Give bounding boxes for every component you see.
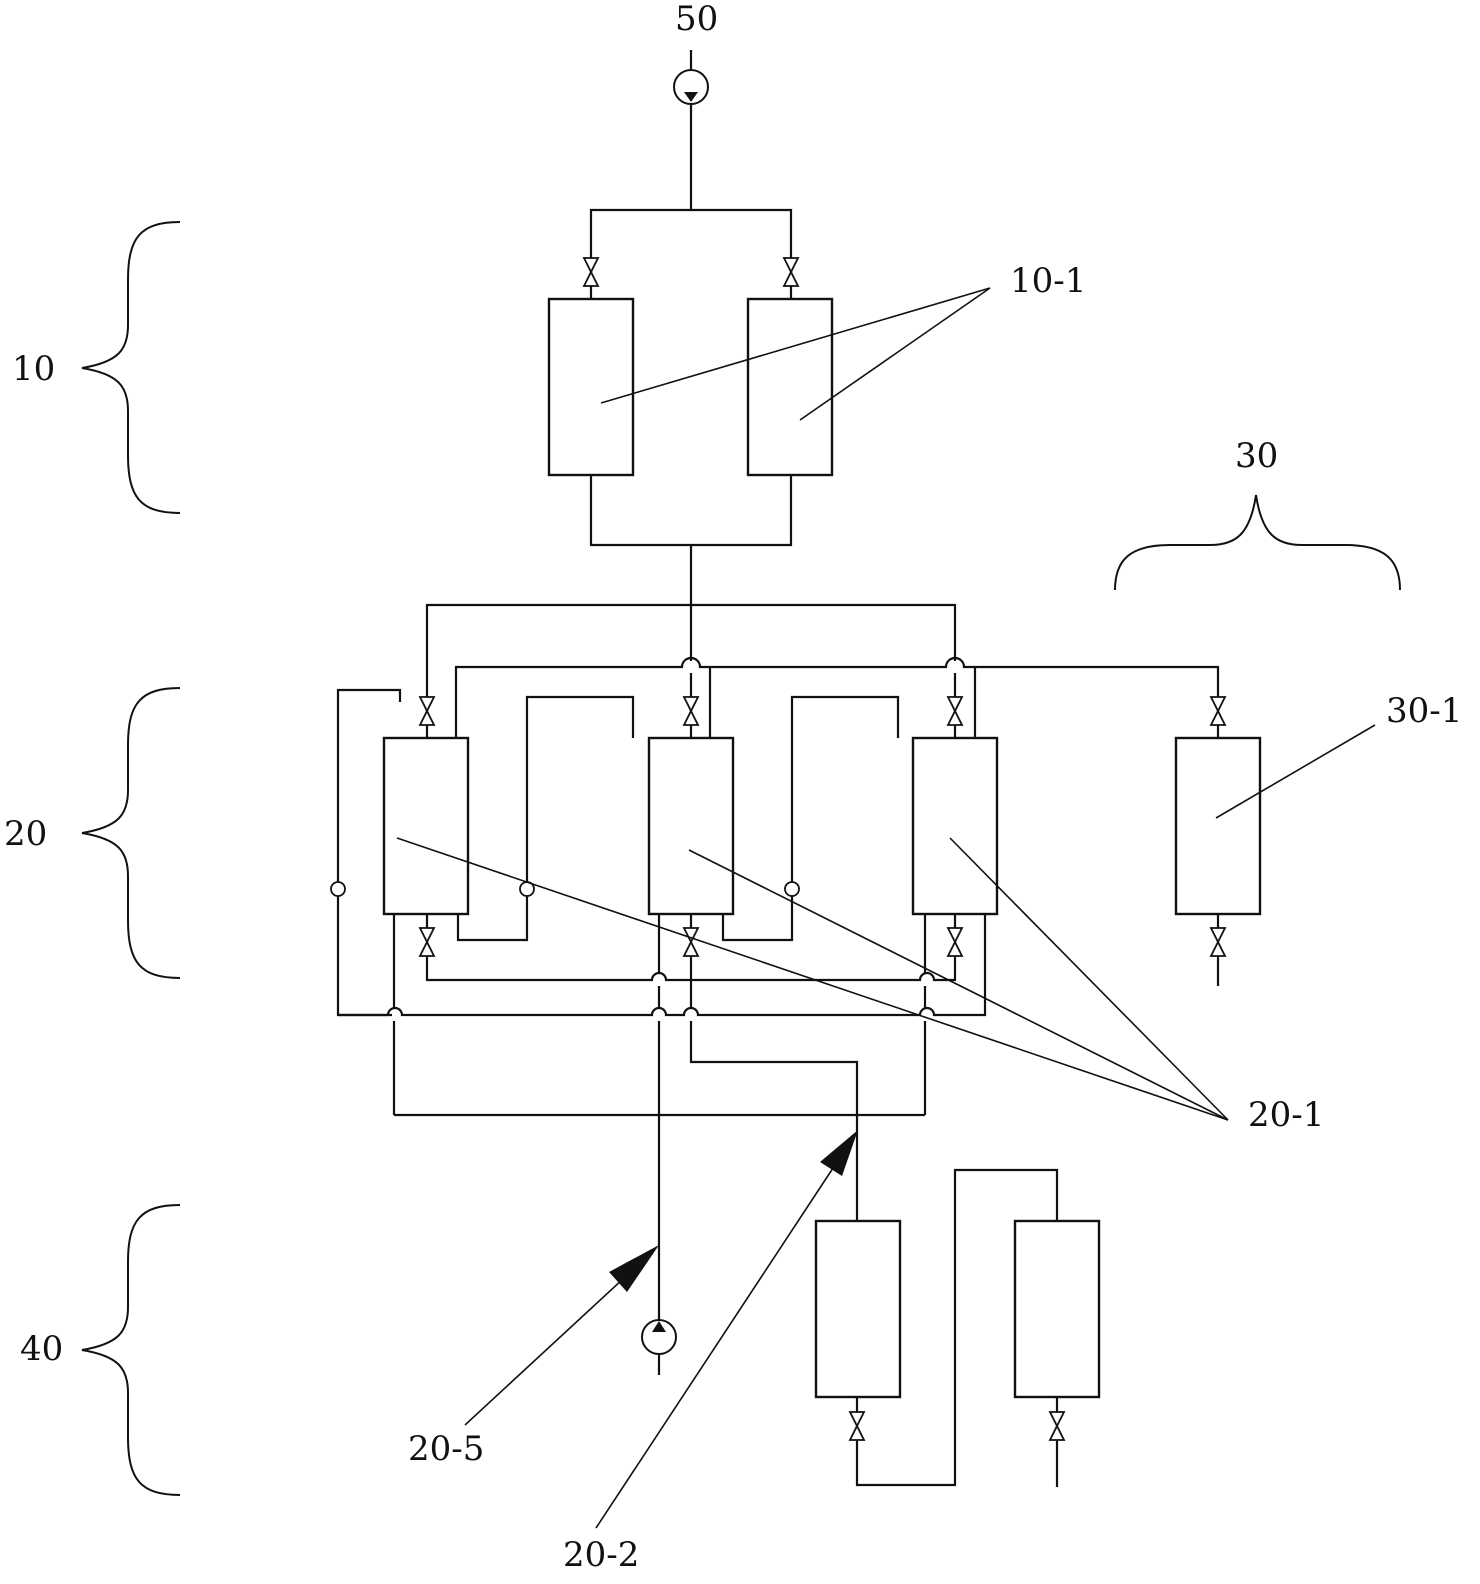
label-20-5: 20-5 <box>408 1429 484 1469</box>
column-20-1-a <box>382 736 470 916</box>
valve-icon <box>1210 927 1226 957</box>
vessel-10-1-right <box>746 297 834 477</box>
label-group-20: 20 <box>4 814 47 854</box>
column-20-1-b <box>647 736 735 916</box>
vessel-40-left <box>814 1219 902 1399</box>
vessel-40-right <box>1013 1219 1101 1399</box>
valve-icon <box>419 927 435 957</box>
arrow-20-2-icon <box>820 1130 858 1176</box>
valve-icon <box>947 927 963 957</box>
label-10-1: 10-1 <box>1010 261 1086 301</box>
pump-50-icon <box>673 69 709 105</box>
valve-icon <box>947 696 963 726</box>
pump-icon <box>641 1319 677 1355</box>
label-group-10: 10 <box>12 349 55 389</box>
valve-icon <box>583 257 599 287</box>
label-group-40: 40 <box>20 1329 63 1369</box>
vessel-10-1-left <box>547 297 635 477</box>
valve-icon <box>783 257 799 287</box>
brace-group-40 <box>81 1204 181 1496</box>
label-20-2: 20-2 <box>563 1535 639 1575</box>
indicator-icon <box>784 881 800 897</box>
indicator-icon <box>330 881 346 897</box>
label-group-30: 30 <box>1235 436 1278 476</box>
label-20-1: 20-1 <box>1248 1095 1324 1135</box>
valve-icon <box>849 1411 865 1441</box>
brace-group-30 <box>1114 494 1401 591</box>
arrow-20-5-icon <box>609 1245 659 1292</box>
valve-icon <box>419 696 435 726</box>
valve-icon <box>1210 696 1226 726</box>
column-20-1-c <box>911 736 999 916</box>
label-30-1: 30-1 <box>1386 691 1462 731</box>
brace-group-20 <box>81 687 181 979</box>
column-30-1 <box>1174 736 1262 916</box>
label-pump-50: 50 <box>675 0 718 39</box>
valve-icon <box>1049 1411 1065 1441</box>
valve-icon <box>683 696 699 726</box>
brace-group-10 <box>81 221 181 514</box>
valve-icon <box>683 927 699 957</box>
